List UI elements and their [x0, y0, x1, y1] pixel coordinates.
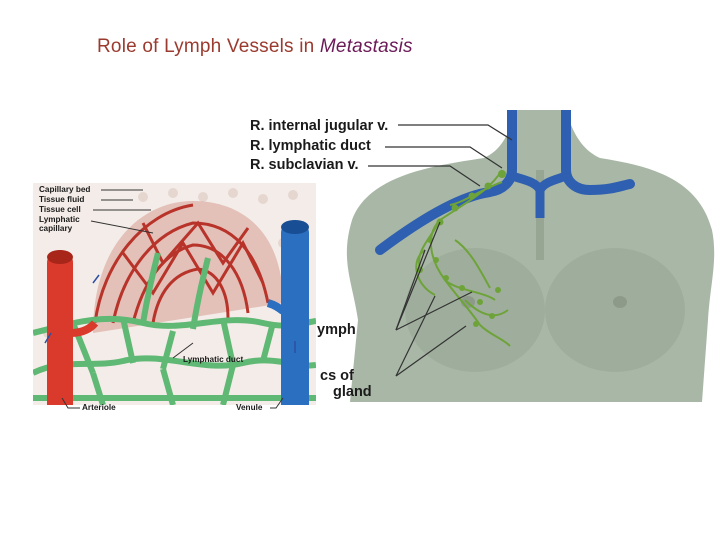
venule-vessel: [281, 221, 309, 405]
label-lymph-partial: ymph: [317, 322, 356, 338]
title-prefix: Role of Lymph Vessels in: [97, 36, 320, 57]
flow-arrows: [44, 274, 296, 353]
venule-opening: [281, 220, 309, 234]
label-subclavian: R. subclavian v.: [250, 157, 359, 173]
label-gland-partial: gland: [333, 384, 372, 400]
lymphatic-capillary-network: [33, 252, 316, 405]
left-jugular-vein: [561, 110, 635, 196]
label-tissue-cell: Tissue cell: [39, 205, 81, 214]
label-tissue-fluid: Tissue fluid: [39, 195, 85, 204]
arteriole-vessel: [47, 250, 73, 405]
title-emphasis: Metastasis: [319, 36, 413, 57]
internal-jugular-vein: [375, 110, 517, 255]
leader-lines: [368, 124, 513, 377]
arteriole-opening: [47, 250, 73, 264]
torso-figure: R. internal jugular v. R. lymphatic duct…: [240, 110, 720, 402]
lymph-nodes: [417, 170, 506, 327]
left-breast-shading: [545, 248, 685, 372]
venule-connection: [266, 299, 286, 315]
torso-body: [346, 110, 715, 402]
label-lymphatic: Lymphatic: [39, 215, 80, 224]
label-internal-jugular: R. internal jugular v.: [250, 118, 389, 134]
label-capillary: capillary: [39, 224, 73, 233]
inset-leader-lines: [90, 189, 194, 359]
subclavian-branch: [535, 171, 568, 193]
label-venule: Venule: [236, 403, 263, 412]
label-arteriole: Arteriole: [82, 403, 116, 412]
label-lymphatic-duct-inset: Lymphatic duct: [183, 355, 244, 364]
label-lymphatic-duct: R. lymphatic duct: [250, 138, 371, 154]
arteriole-connection: [70, 320, 99, 337]
capillary-bed-inset: Capillary bed Tissue fluid Tissue cell L…: [33, 183, 316, 405]
torso-illustration: [346, 110, 715, 402]
left-nipple: [613, 296, 627, 308]
right-breast-shading: [405, 248, 545, 372]
slide-title: Role of Lymph Vessels in Metastasis: [97, 36, 413, 58]
label-capillary-bed: Capillary bed: [39, 185, 91, 194]
capillary-illustration: [33, 188, 316, 405]
label-lymphatics-partial: cs of: [320, 368, 354, 384]
